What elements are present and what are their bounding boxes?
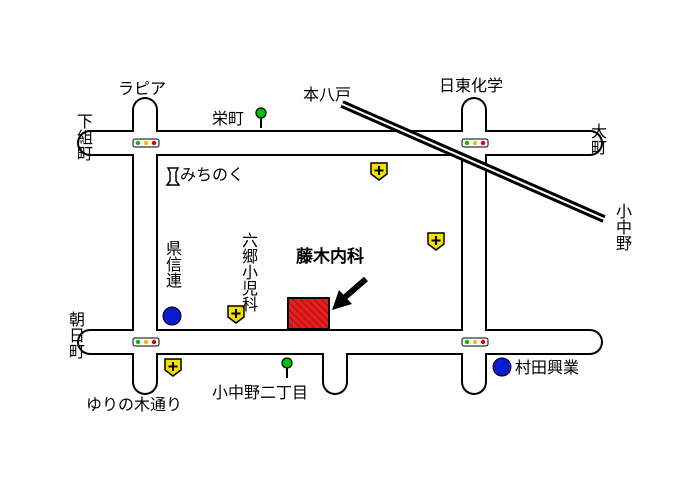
label-nittou-kagaku: 日東化学: [439, 76, 504, 95]
label-rokugou-shonika: 六郷小児科: [239, 232, 258, 312]
label-sakaemachi: 栄町: [212, 109, 245, 128]
label-ken-shinren: 県信連: [163, 240, 182, 288]
clinic-building-icon: [287, 297, 330, 330]
traffic-signal-icon: [461, 138, 489, 148]
label-asahimachi: 朝日町: [66, 311, 85, 359]
label-murata-kougyou: 村田興業: [515, 358, 580, 377]
label-oomachi: 大町: [588, 123, 607, 155]
hospital-cross-icon: [164, 358, 182, 377]
traffic-signal-icon: [132, 138, 160, 148]
label-fujiki-naika: 藤木内科: [296, 247, 364, 267]
hospital-cross-icon: [227, 305, 245, 324]
bank-circle-icon: [162, 306, 182, 326]
gas-station-icon: [165, 167, 181, 186]
railway-line: [340, 100, 606, 223]
bus-stop-icon: [281, 357, 293, 378]
hospital-cross-icon: [427, 232, 445, 251]
label-hon-hachinohe: 本八戸: [303, 85, 352, 104]
label-konakano-nichoume: 小中野二丁目: [212, 383, 309, 402]
bus-stop-icon: [255, 107, 267, 128]
traffic-signal-icon: [461, 337, 489, 347]
label-shimo-kumimachi: 下組町: [74, 113, 93, 161]
hospital-cross-icon: [370, 162, 388, 181]
label-rapia: ラピア: [118, 79, 167, 98]
pointer-arrow: [332, 276, 368, 310]
traffic-signal-icon: [132, 337, 160, 347]
label-yurinoki-doori: ゆりの木通り: [86, 395, 183, 414]
label-konakano: 小中野: [613, 203, 632, 251]
bank-circle-icon: [492, 357, 512, 377]
label-michinoku: みちのく: [180, 165, 245, 184]
road-network: [77, 97, 603, 395]
